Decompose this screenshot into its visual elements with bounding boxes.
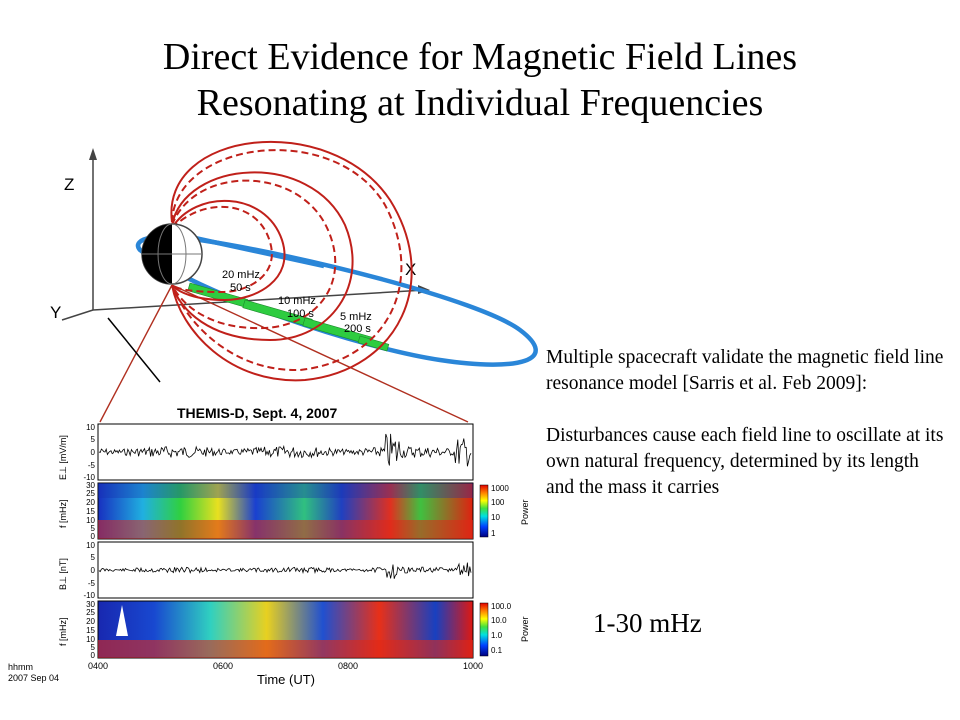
tick: 5: [91, 553, 96, 562]
tick: -10: [83, 591, 95, 600]
observer-line: [107, 317, 161, 383]
field-lines: [170, 140, 413, 382]
tick: 25: [86, 489, 95, 498]
tick: 30: [86, 481, 95, 490]
field-line-outer: [170, 140, 413, 382]
orbit-inner-arc: [194, 235, 325, 269]
b-spec-ylabel: f [mHz]: [58, 618, 68, 647]
tick: 30: [86, 600, 95, 609]
tick: 0: [91, 532, 96, 541]
z-axis-label: Z: [64, 175, 74, 194]
tick: 10: [86, 516, 95, 525]
label-200s: 200 s: [344, 323, 371, 335]
label-20mhz: 20 mHz: [222, 269, 260, 281]
tick: -10: [83, 473, 95, 482]
xtick: 1000: [463, 661, 483, 671]
axes: [61, 152, 426, 321]
tick: 10: [86, 635, 95, 644]
connector-right: [171, 284, 469, 423]
tick: 10: [86, 423, 95, 432]
tick: -5: [88, 579, 96, 588]
spectrogram-high-band: [98, 483, 473, 498]
z-arrow-icon: [89, 148, 97, 160]
label-50s: 50 s: [230, 282, 251, 294]
colorbar-tick: 1: [491, 529, 496, 538]
e-spec-ylabel: f [mHz]: [58, 500, 68, 529]
x-axis: [92, 289, 426, 311]
tick: 5: [91, 524, 96, 533]
panel-e-field: E⊥ [mV/m] 10 5 0 -5 -10: [58, 423, 474, 482]
y-axis-label: Y: [50, 303, 61, 322]
xtick: 0400: [88, 661, 108, 671]
title-line-2: Resonating at Individual Frequencies: [196, 82, 764, 124]
field-line-mid-dashed: [171, 179, 337, 330]
colorbar-tick: 1000: [491, 484, 509, 493]
colorbar: [479, 484, 489, 538]
time-axis-label: Time (UT): [257, 672, 315, 687]
tick: 0: [91, 566, 96, 575]
description: Multiple spacecraft validate the magneti…: [546, 345, 946, 501]
label-10mhz: 10 mHz: [278, 295, 316, 307]
time-axis: 0400 0600 0800 1000: [88, 661, 483, 671]
frequency-labels: 20 mHz 50 s 10 mHz 100 s 5 mHz 200 s: [222, 269, 372, 335]
tick: 15: [86, 626, 95, 635]
frequency-range: 1-30 mHz: [593, 608, 702, 638]
tick: 5: [91, 643, 96, 652]
time-format-label: hhmm: [8, 662, 33, 672]
y-axis: [61, 309, 94, 321]
label-5mhz: 5 mHz: [340, 311, 372, 323]
tick: 15: [86, 507, 95, 516]
tick: -5: [88, 461, 96, 470]
tick: 25: [86, 608, 95, 617]
label-100s: 100 s: [287, 308, 314, 320]
colorbar: [479, 602, 489, 657]
colorbar-tick: 10.0: [491, 616, 507, 625]
colorbar-tick: 100.0: [491, 602, 512, 611]
panel-b-field: B⊥ [nT] 10 5 0 -5 -10: [58, 541, 474, 600]
colorbar-tick: 10: [491, 513, 500, 522]
title-line-1: Direct Evidence for Magnetic Field Lines: [162, 36, 798, 78]
field-line-outer-dashed: [171, 149, 403, 372]
field-line-mid: [171, 171, 354, 342]
colorbar-label: Power: [520, 499, 530, 525]
tick: 20: [86, 617, 95, 626]
e-field-trace: [98, 433, 472, 467]
tick: 20: [86, 498, 95, 507]
earth: [141, 223, 203, 285]
field-line-inner: [171, 199, 286, 302]
colorbar-tick: 1.0: [491, 631, 503, 640]
tick: 10: [86, 541, 95, 550]
data-gap-marker: [116, 605, 128, 636]
description-para-1: Multiple spacecraft validate the magneti…: [546, 347, 944, 394]
date-label: 2007 Sep 04: [8, 673, 59, 683]
plot-title: THEMIS-D, Sept. 4, 2007: [177, 405, 337, 421]
colorbar-tick: 0.1: [491, 646, 503, 655]
b-field-ylabel: B⊥ [nT]: [58, 558, 68, 590]
slide-title: Direct Evidence for Magnetic Field Lines…: [0, 34, 960, 126]
tick: 0: [91, 651, 96, 660]
b-field-trace: [98, 562, 472, 579]
colorbar-tick: 100: [491, 498, 505, 507]
field-line-inner-dashed: [171, 205, 273, 294]
panel-e-spectrogram: f [mHz] 30 25 20 15 10 5 0 1000 100 10 1…: [58, 481, 530, 541]
e-field-ylabel: E⊥ [mV/m]: [58, 435, 68, 480]
tick: 0: [91, 448, 96, 457]
colorbar-label: Power: [520, 616, 530, 642]
panel-b-spectrogram: f [mHz] 30 25 20 15 10 5 0 100.0 10.0 1.…: [58, 600, 530, 660]
spectrogram-low-band: [98, 520, 473, 539]
xtick: 0600: [213, 661, 233, 671]
tick: 5: [91, 435, 96, 444]
description-para-2: Disturbances cause each field line to os…: [546, 425, 944, 498]
xtick: 0800: [338, 661, 358, 671]
spectrogram-low-band: [98, 640, 473, 658]
